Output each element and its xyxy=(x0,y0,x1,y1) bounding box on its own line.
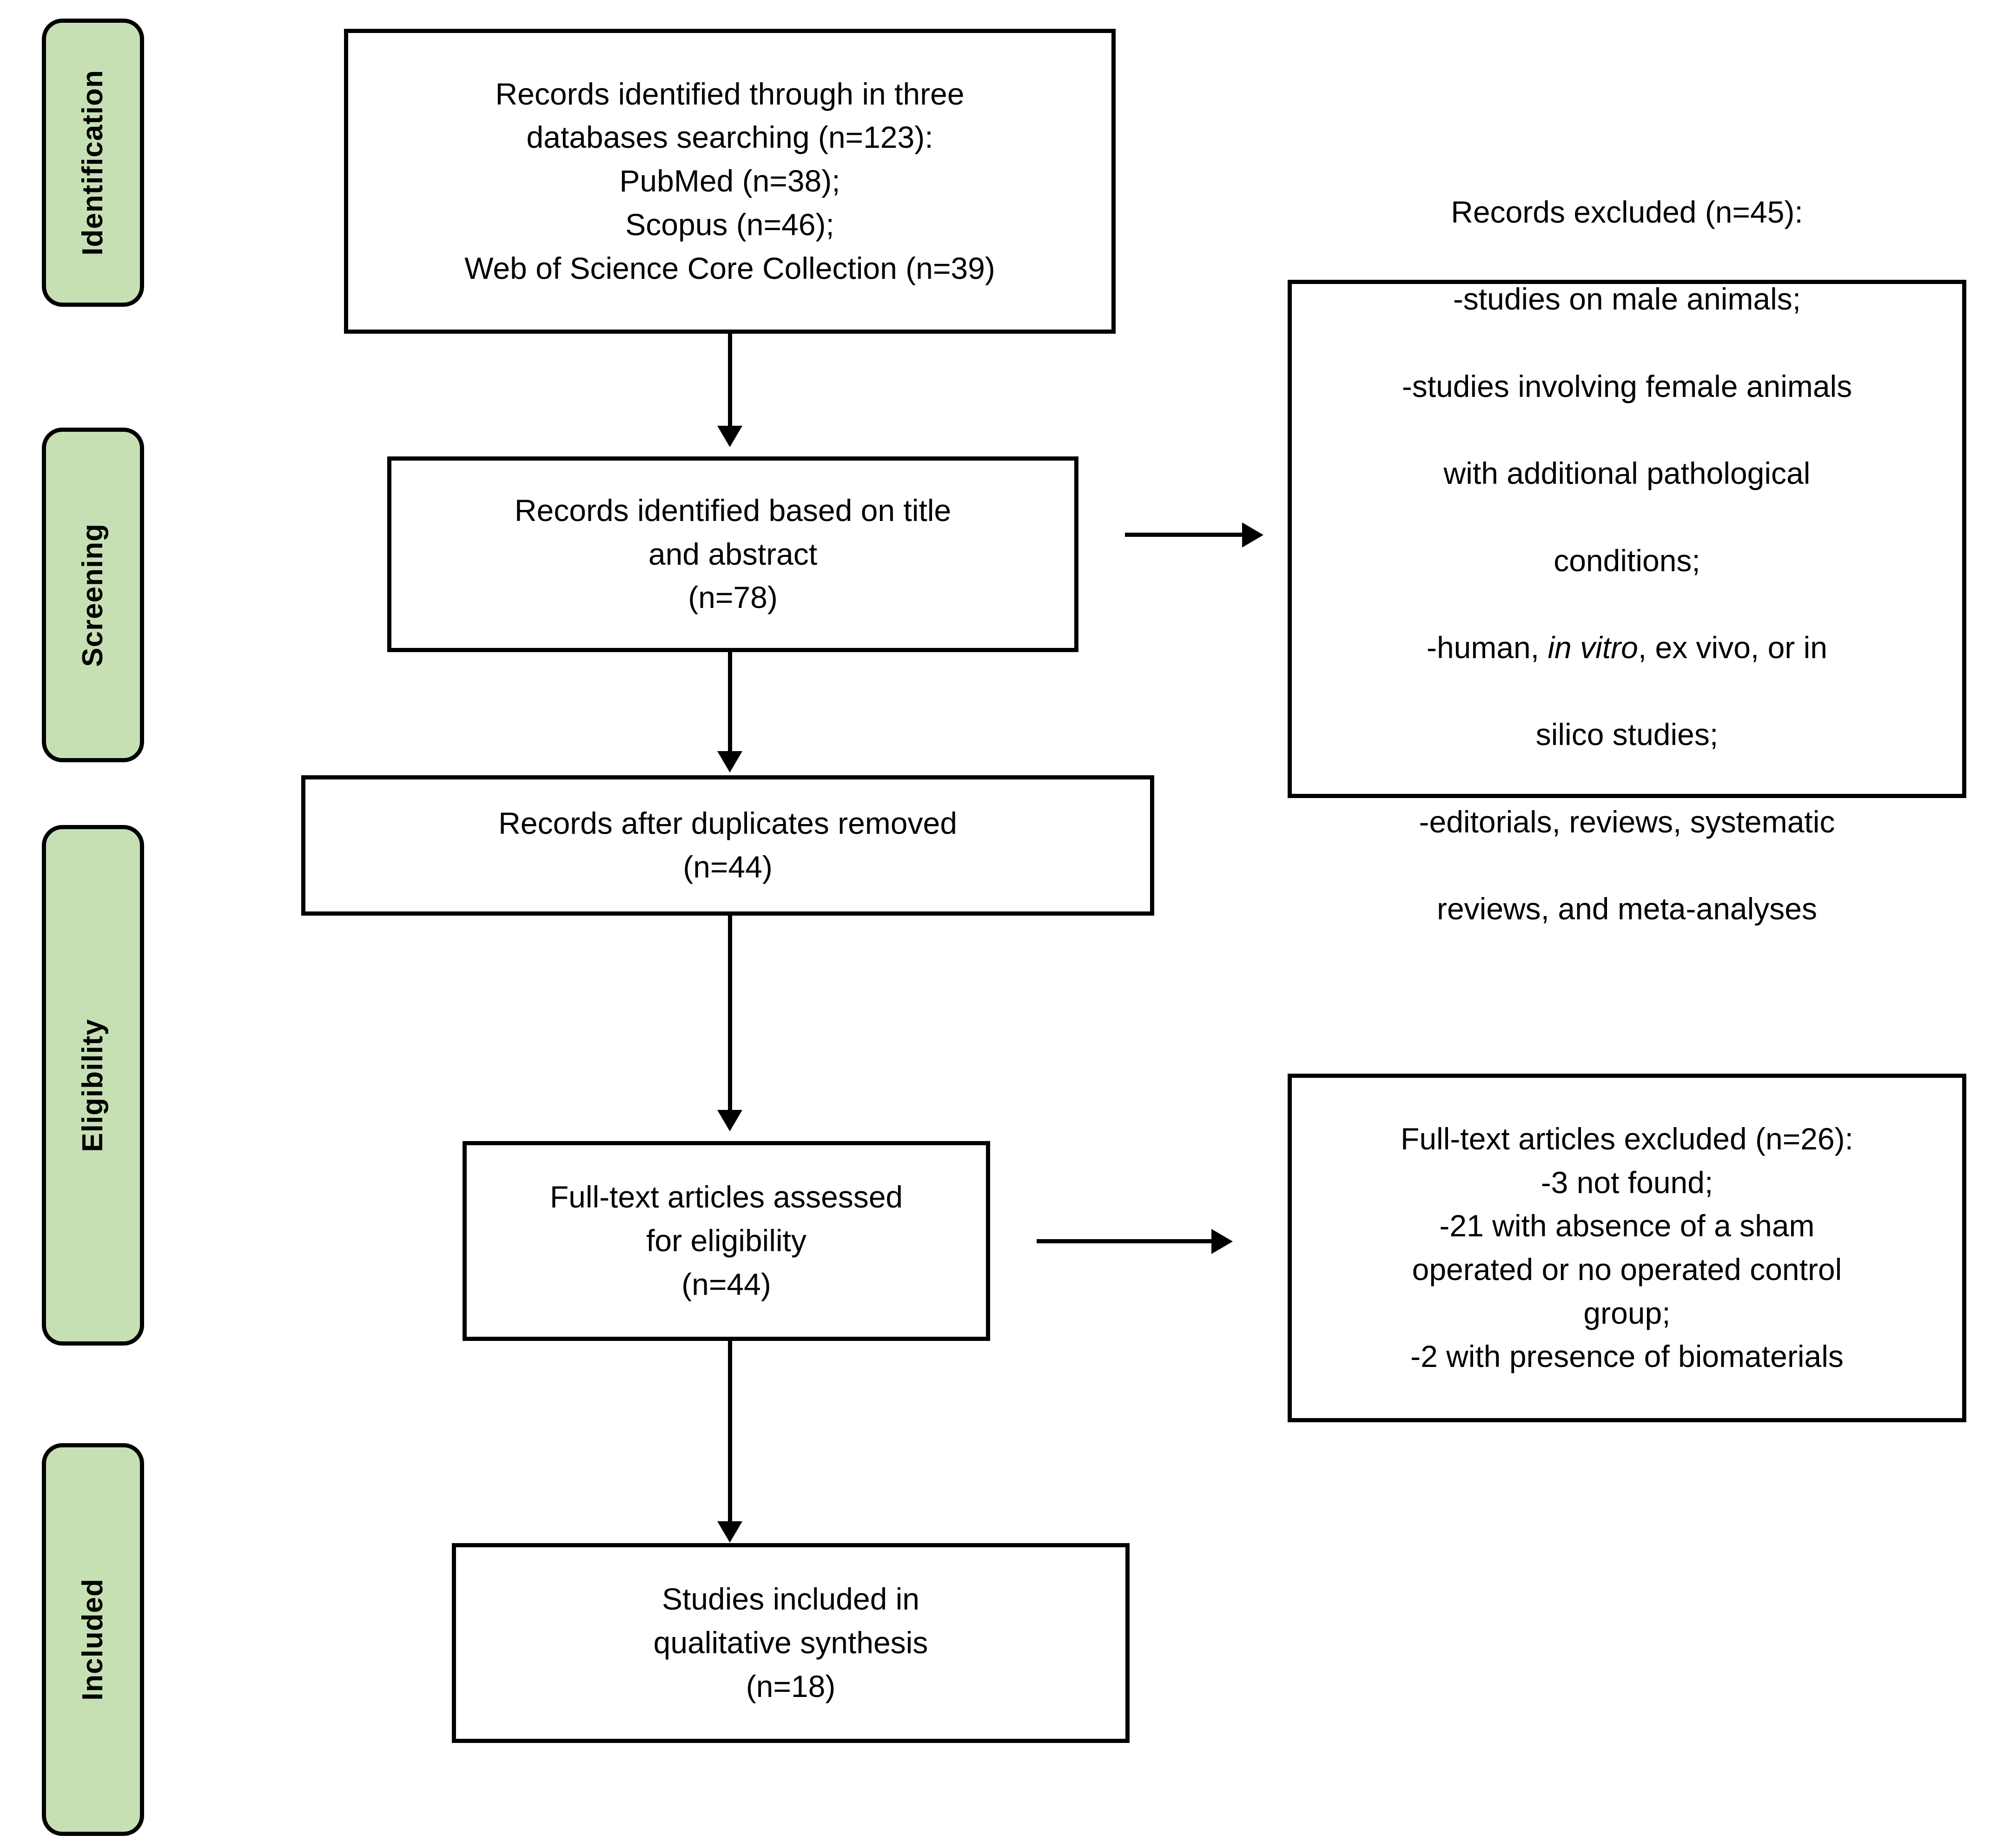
stage-pill-screening: Screening xyxy=(42,428,144,762)
box-title-abstract: Records identified based on title and ab… xyxy=(387,456,1078,652)
arrowhead-fulltext-to-excluded xyxy=(1211,1229,1233,1254)
stage-label-eligibility: Eligibility xyxy=(77,1018,109,1152)
records-excluded-line-6-emphasis: in vitro xyxy=(1547,630,1638,665)
stage-pill-identification: Identification xyxy=(42,19,144,307)
box-records-excluded-text: Records excluded (n=45): -studies on mal… xyxy=(1402,147,1852,931)
box-title-abstract-text: Records identified based on title and ab… xyxy=(514,493,952,615)
records-excluded-line-5: conditions; xyxy=(1554,543,1700,578)
records-excluded-line-6-pre: -human, xyxy=(1426,630,1548,665)
box-records-excluded: Records excluded (n=45): -studies on mal… xyxy=(1288,195,1966,926)
stage-label-screening: Screening xyxy=(77,523,109,667)
records-excluded-line-9: reviews, and meta-analyses xyxy=(1436,891,1818,926)
arrowhead-fulltext-to-included xyxy=(717,1521,742,1543)
records-excluded-line-3: -studies involving female animals xyxy=(1402,369,1852,403)
box-studies-included-text: Studies included in qualitative synthesi… xyxy=(653,1582,928,1703)
arrowhead-duplicates-to-fulltext xyxy=(717,1110,742,1131)
arrowhead-screening-to-excluded xyxy=(1242,522,1263,548)
connector-identified-to-screening xyxy=(728,334,732,427)
connector-fulltext-to-excluded xyxy=(1037,1239,1213,1243)
connector-duplicates-to-fulltext xyxy=(728,916,732,1111)
box-fulltext-assessed: Full-text articles assessed for eligibil… xyxy=(463,1141,990,1341)
box-records-identified-text: Records identified through in three data… xyxy=(464,76,995,285)
box-records-identified: Records identified through in three data… xyxy=(344,29,1116,334)
stage-label-included: Included xyxy=(77,1578,109,1701)
stage-label-identification: Identification xyxy=(77,70,109,256)
records-excluded-line-6-post: , ex vivo, or in xyxy=(1638,630,1827,665)
box-fulltext-assessed-text: Full-text articles assessed for eligibil… xyxy=(549,1180,903,1301)
box-duplicates-removed-text: Records after duplicates removed (n=44) xyxy=(498,806,957,884)
records-excluded-line-4: with additional pathological xyxy=(1443,456,1811,491)
stage-pill-included: Included xyxy=(42,1443,144,1836)
box-studies-included: Studies included in qualitative synthesi… xyxy=(452,1543,1130,1743)
box-fulltext-excluded-text: Full-text articles excluded (n=26): -3 n… xyxy=(1401,1121,1853,1374)
connector-screening-to-duplicates xyxy=(728,652,732,752)
connector-screening-to-excluded xyxy=(1125,533,1244,537)
records-excluded-line-1: Records excluded (n=45): xyxy=(1451,194,1803,229)
arrowhead-screening-to-duplicates xyxy=(717,751,742,772)
connector-fulltext-to-included xyxy=(728,1341,732,1522)
box-fulltext-excluded: Full-text articles excluded (n=26): -3 n… xyxy=(1288,1074,1966,1422)
records-excluded-line-8: -editorials, reviews, systematic xyxy=(1419,804,1835,839)
records-excluded-line-7: silico studies; xyxy=(1535,717,1719,752)
arrowhead-identified-to-screening xyxy=(717,426,742,447)
stage-pill-eligibility: Eligibility xyxy=(42,825,144,1346)
box-duplicates-removed: Records after duplicates removed (n=44) xyxy=(301,775,1154,916)
records-excluded-line-2: -studies on male animals; xyxy=(1453,282,1801,317)
